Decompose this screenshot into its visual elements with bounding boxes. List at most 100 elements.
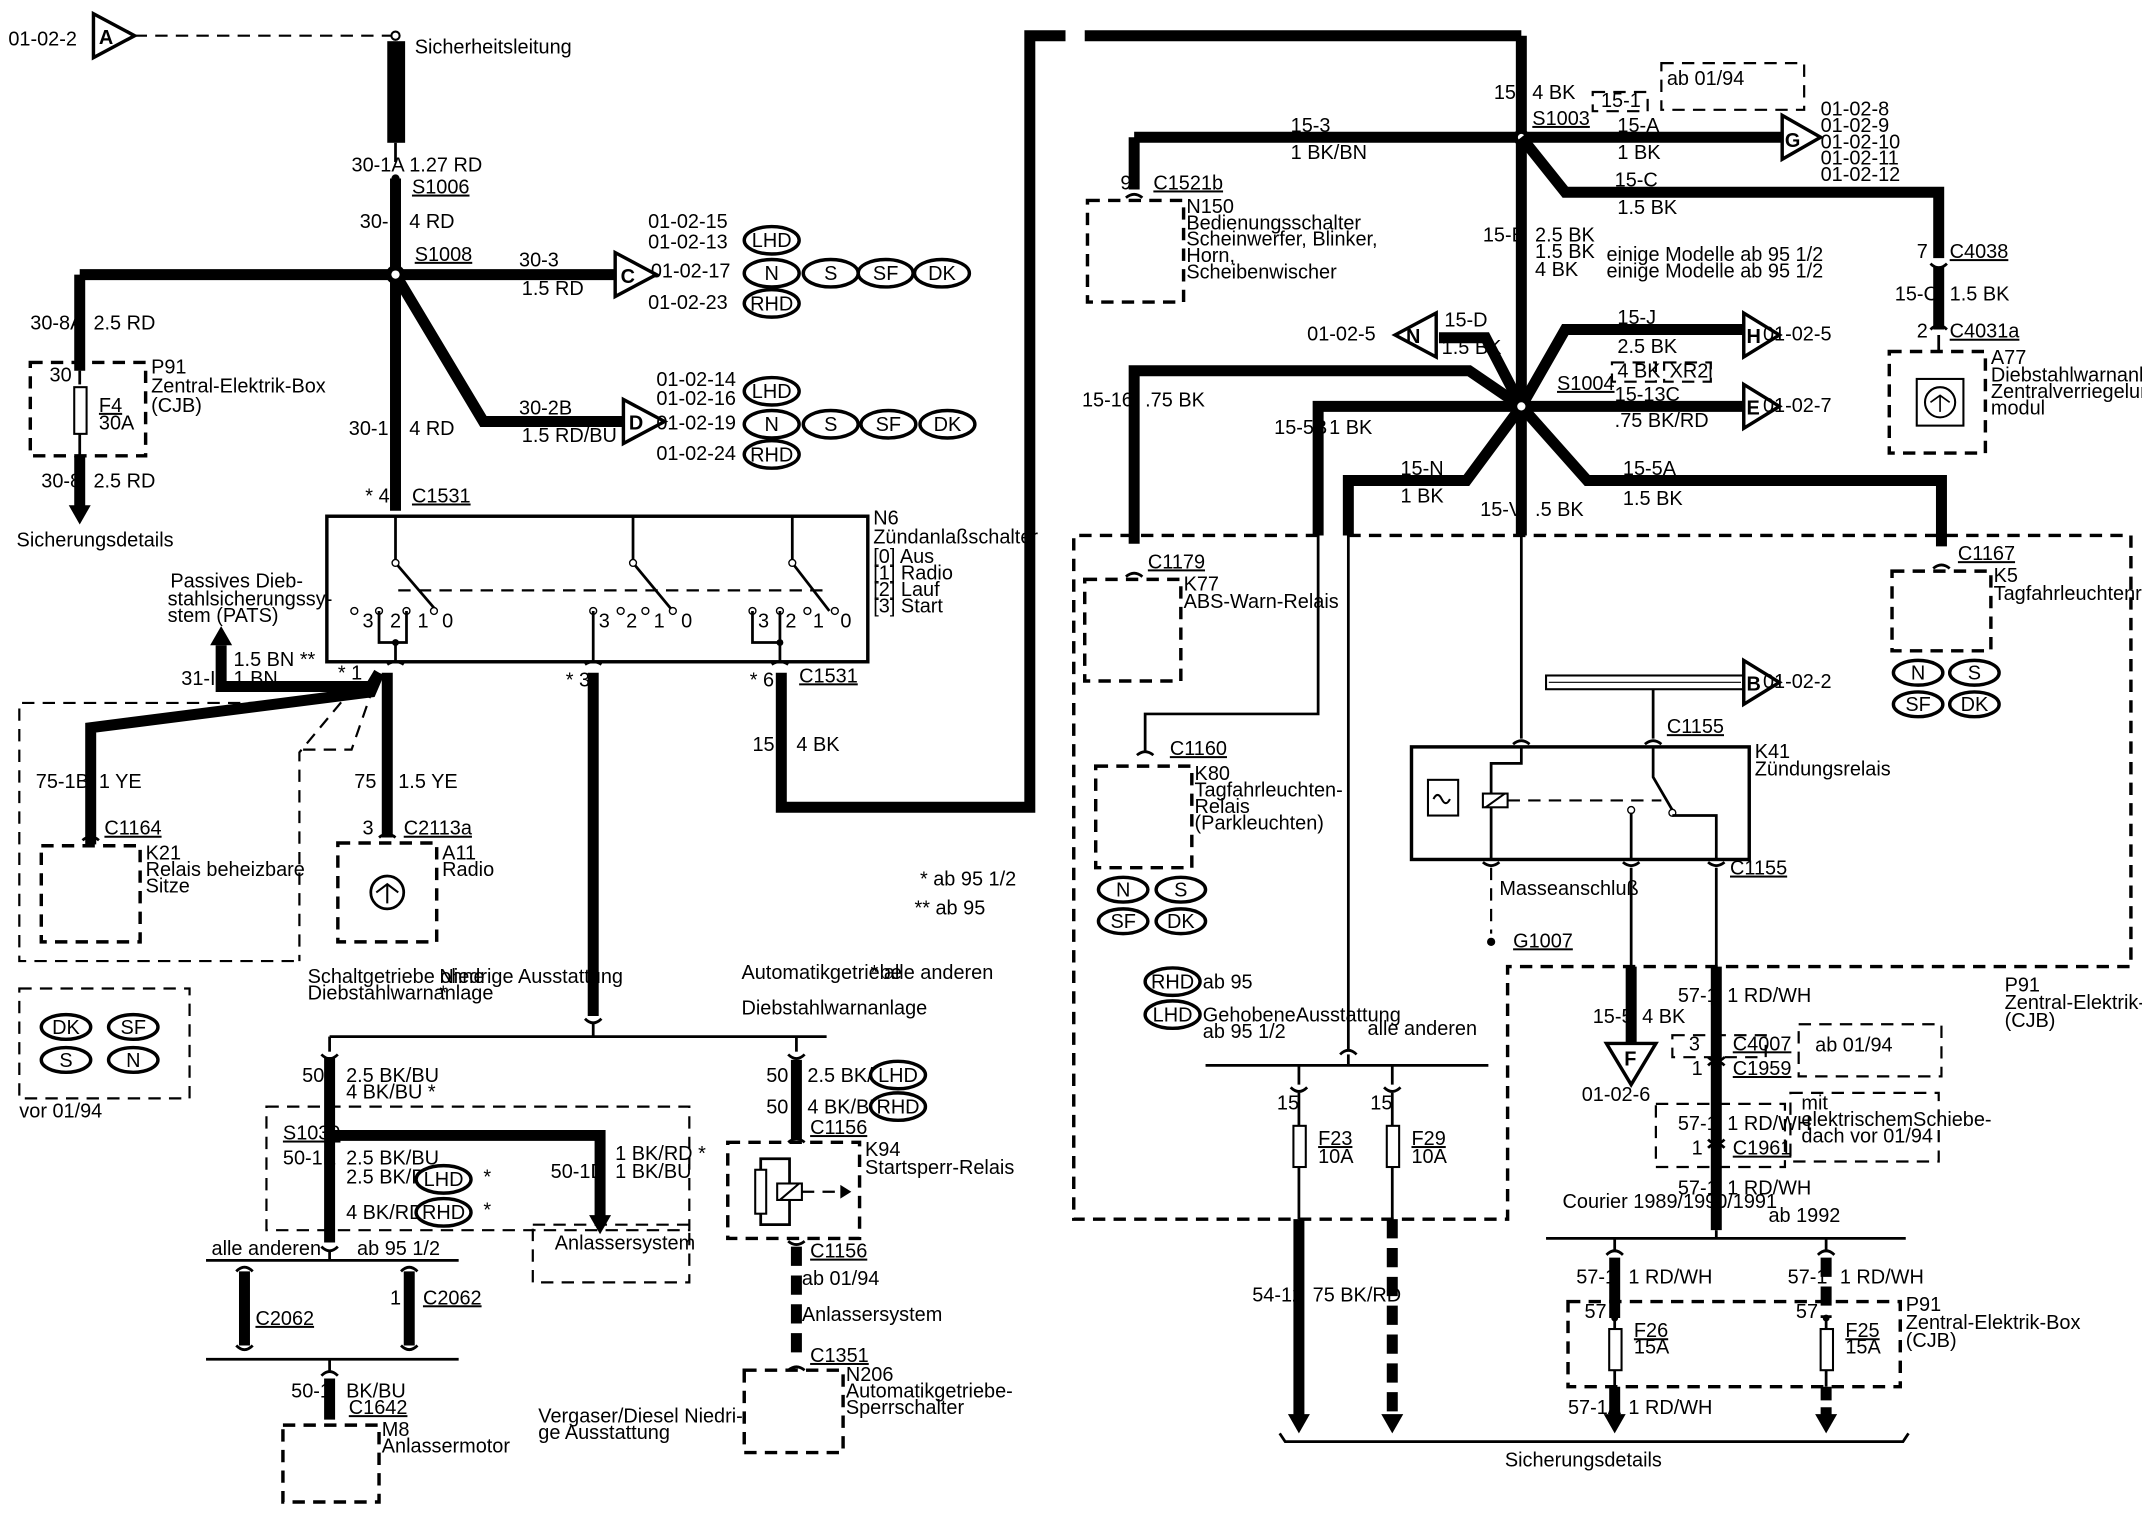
svg-text:G: G — [1785, 130, 1800, 152]
tag-sf-3: SF — [1096, 907, 1150, 936]
svg-text:vor 01/94: vor 01/94 — [19, 1101, 102, 1123]
svg-text:2.5 BK: 2.5 BK — [1617, 336, 1677, 358]
svg-text:H: H — [1746, 326, 1760, 348]
svg-text:ab 01/94: ab 01/94 — [802, 1268, 879, 1290]
svg-text:* alle anderen: * alle anderen — [871, 962, 994, 984]
svg-text:1 BK: 1 BK — [1401, 486, 1445, 508]
svg-text:2: 2 — [626, 610, 637, 632]
svg-text:F23: F23 — [1318, 1128, 1352, 1150]
svg-text:C4031a: C4031a — [1950, 321, 2021, 343]
svg-text:2: 2 — [390, 610, 401, 632]
svg-text:15: 15 — [1370, 1092, 1392, 1114]
svg-text:4 BK: 4 BK — [796, 734, 840, 756]
svg-text:*: * — [483, 1199, 491, 1221]
svg-text:0: 0 — [840, 610, 851, 632]
svg-text:LHD: LHD — [878, 1065, 918, 1087]
svg-text:Horn,: Horn, — [1186, 245, 1235, 267]
svg-text:[1] Radio: [1] Radio — [873, 562, 953, 584]
tag-lhd: LHD — [742, 224, 801, 256]
svg-text:57-1: 57-1 — [1678, 1113, 1718, 1135]
svg-text:ab 1992: ab 1992 — [1768, 1205, 1840, 1227]
svg-text:N: N — [126, 1050, 140, 1072]
svg-text:1.5 BK: 1.5 BK — [1623, 488, 1683, 510]
svg-text:stem (PATS): stem (PATS) — [168, 605, 279, 627]
svg-text:BK/BU: BK/BU — [346, 1381, 406, 1403]
svg-text:Zündanlaßschalter: Zündanlaßschalter — [873, 527, 1038, 549]
svg-text:1: 1 — [417, 610, 428, 632]
svg-text:GehobeneAusstattung: GehobeneAusstattung — [1203, 1004, 1401, 1026]
svg-text:C1531: C1531 — [412, 486, 471, 508]
svg-text:3: 3 — [1689, 1033, 1700, 1055]
svg-text:15A: 15A — [1845, 1337, 1881, 1359]
tag-sf: SF — [856, 257, 915, 289]
svg-text:1 BK/RD *: 1 BK/RD * — [615, 1143, 706, 1165]
svg-text:1 RD/WH: 1 RD/WH — [1628, 1397, 1712, 1419]
svg-text:01-02-11: 01-02-11 — [1821, 148, 1899, 170]
svg-text:ab 95: ab 95 — [1203, 972, 1253, 994]
svg-text:C1167: C1167 — [1958, 543, 2015, 565]
svg-text:C4007: C4007 — [1733, 1033, 1792, 1055]
svg-text:S1008: S1008 — [415, 244, 473, 266]
svg-text:15-B: 15-B — [1483, 225, 1525, 247]
radio-a11 — [336, 832, 439, 944]
tag-lhd-5: LHD — [1143, 999, 1202, 1031]
svg-text:57: 57 — [1584, 1301, 1606, 1323]
svg-text:C2062: C2062 — [255, 1308, 314, 1330]
svg-text:54-12: 54-12 — [1252, 1285, 1303, 1307]
svg-text:01-02-5: 01-02-5 — [1763, 323, 1832, 345]
svg-text:Zentral-Elektrik-Box: Zentral-Elektrik-Box — [1906, 1312, 2081, 1334]
svg-text:M8: M8 — [382, 1419, 410, 1441]
svg-text:Zentral-Elektrik-Box: Zentral-Elektrik-Box — [151, 376, 326, 398]
marker-e: E — [1742, 381, 1783, 432]
svg-text:1.5 YE: 1.5 YE — [398, 771, 457, 793]
svg-text:1 BK/BU: 1 BK/BU — [615, 1161, 691, 1183]
svg-text:C1959: C1959 — [1733, 1058, 1792, 1080]
svg-text:XR2i: XR2i — [1670, 361, 1713, 383]
relay-k80 — [1093, 764, 1194, 870]
svg-text:alle anderen: alle anderen — [212, 1238, 322, 1260]
svg-text:[0] Aus: [0] Aus — [873, 546, 934, 568]
svg-text:K41: K41 — [1755, 741, 1790, 763]
svg-text:Sicherungsdetails: Sicherungsdetails — [1505, 1449, 1662, 1471]
svg-text:*: * — [483, 1166, 491, 1188]
svg-text:01-02-15: 01-02-15 — [648, 211, 728, 233]
svg-text:C1156: C1156 — [810, 1241, 867, 1263]
svg-text:57-1A: 57-1A — [1568, 1397, 1622, 1419]
p91-fuse-box-f4: 30 F4 30A — [28, 360, 148, 458]
svg-text:RHD: RHD — [1151, 972, 1194, 994]
svg-text:01-02-6: 01-02-6 — [1582, 1084, 1651, 1106]
svg-text:Automatikgetriebe-: Automatikgetriebe- — [846, 1381, 1013, 1403]
svg-text:15-5A: 15-5A — [1623, 458, 1677, 480]
svg-text:15-C: 15-C — [1615, 170, 1658, 192]
svg-text:P91: P91 — [2005, 974, 2040, 996]
svg-text:RHD: RHD — [876, 1096, 919, 1118]
svg-text:Diebstahlwarnanlage: Diebstahlwarnanlage — [741, 998, 927, 1020]
relay-k77 — [1083, 571, 1183, 683]
ignition-relay-k41 — [1409, 739, 1751, 868]
svg-text:ge Ausstattung: ge Ausstattung — [538, 1422, 670, 1444]
svg-text:10A: 10A — [1411, 1146, 1447, 1168]
svg-text:.5 BK: .5 BK — [1535, 499, 1584, 521]
svg-text:0: 0 — [681, 610, 692, 632]
svg-text:* 1: * 1 — [338, 663, 362, 685]
svg-text:einige Modelle ab 95 1/2: einige Modelle ab 95 1/2 — [1606, 244, 1823, 266]
svg-text:(Parkleuchten): (Parkleuchten) — [1195, 812, 1324, 834]
svg-text:3: 3 — [363, 818, 374, 840]
tag-dk-2: DK — [918, 408, 977, 440]
svg-text:1 RD/WH: 1 RD/WH — [1727, 1113, 1811, 1135]
svg-text:.75 BK: .75 BK — [1145, 389, 1205, 411]
svg-text:Tagfahrleuchtenrelais: Tagfahrleuchtenrelais — [1994, 583, 2142, 605]
svg-text:LHD: LHD — [752, 230, 792, 252]
svg-text:15: 15 — [1277, 1092, 1299, 1114]
svg-text:C: C — [621, 266, 635, 288]
svg-text:F25: F25 — [1845, 1320, 1879, 1342]
svg-text:01-02-19: 01-02-19 — [656, 413, 736, 435]
svg-text:(CJB): (CJB) — [151, 395, 202, 417]
svg-text:1 YE: 1 YE — [99, 771, 142, 793]
svg-text:3: 3 — [363, 610, 374, 632]
svg-text:Courier 1989/1990/1991: Courier 1989/1990/1991 — [1563, 1191, 1778, 1213]
svg-text:A: A — [99, 27, 113, 49]
svg-text:01-02-10: 01-02-10 — [1821, 131, 1901, 153]
svg-text:30-2B: 30-2B — [519, 398, 572, 420]
svg-text:75: 75 — [354, 771, 376, 793]
